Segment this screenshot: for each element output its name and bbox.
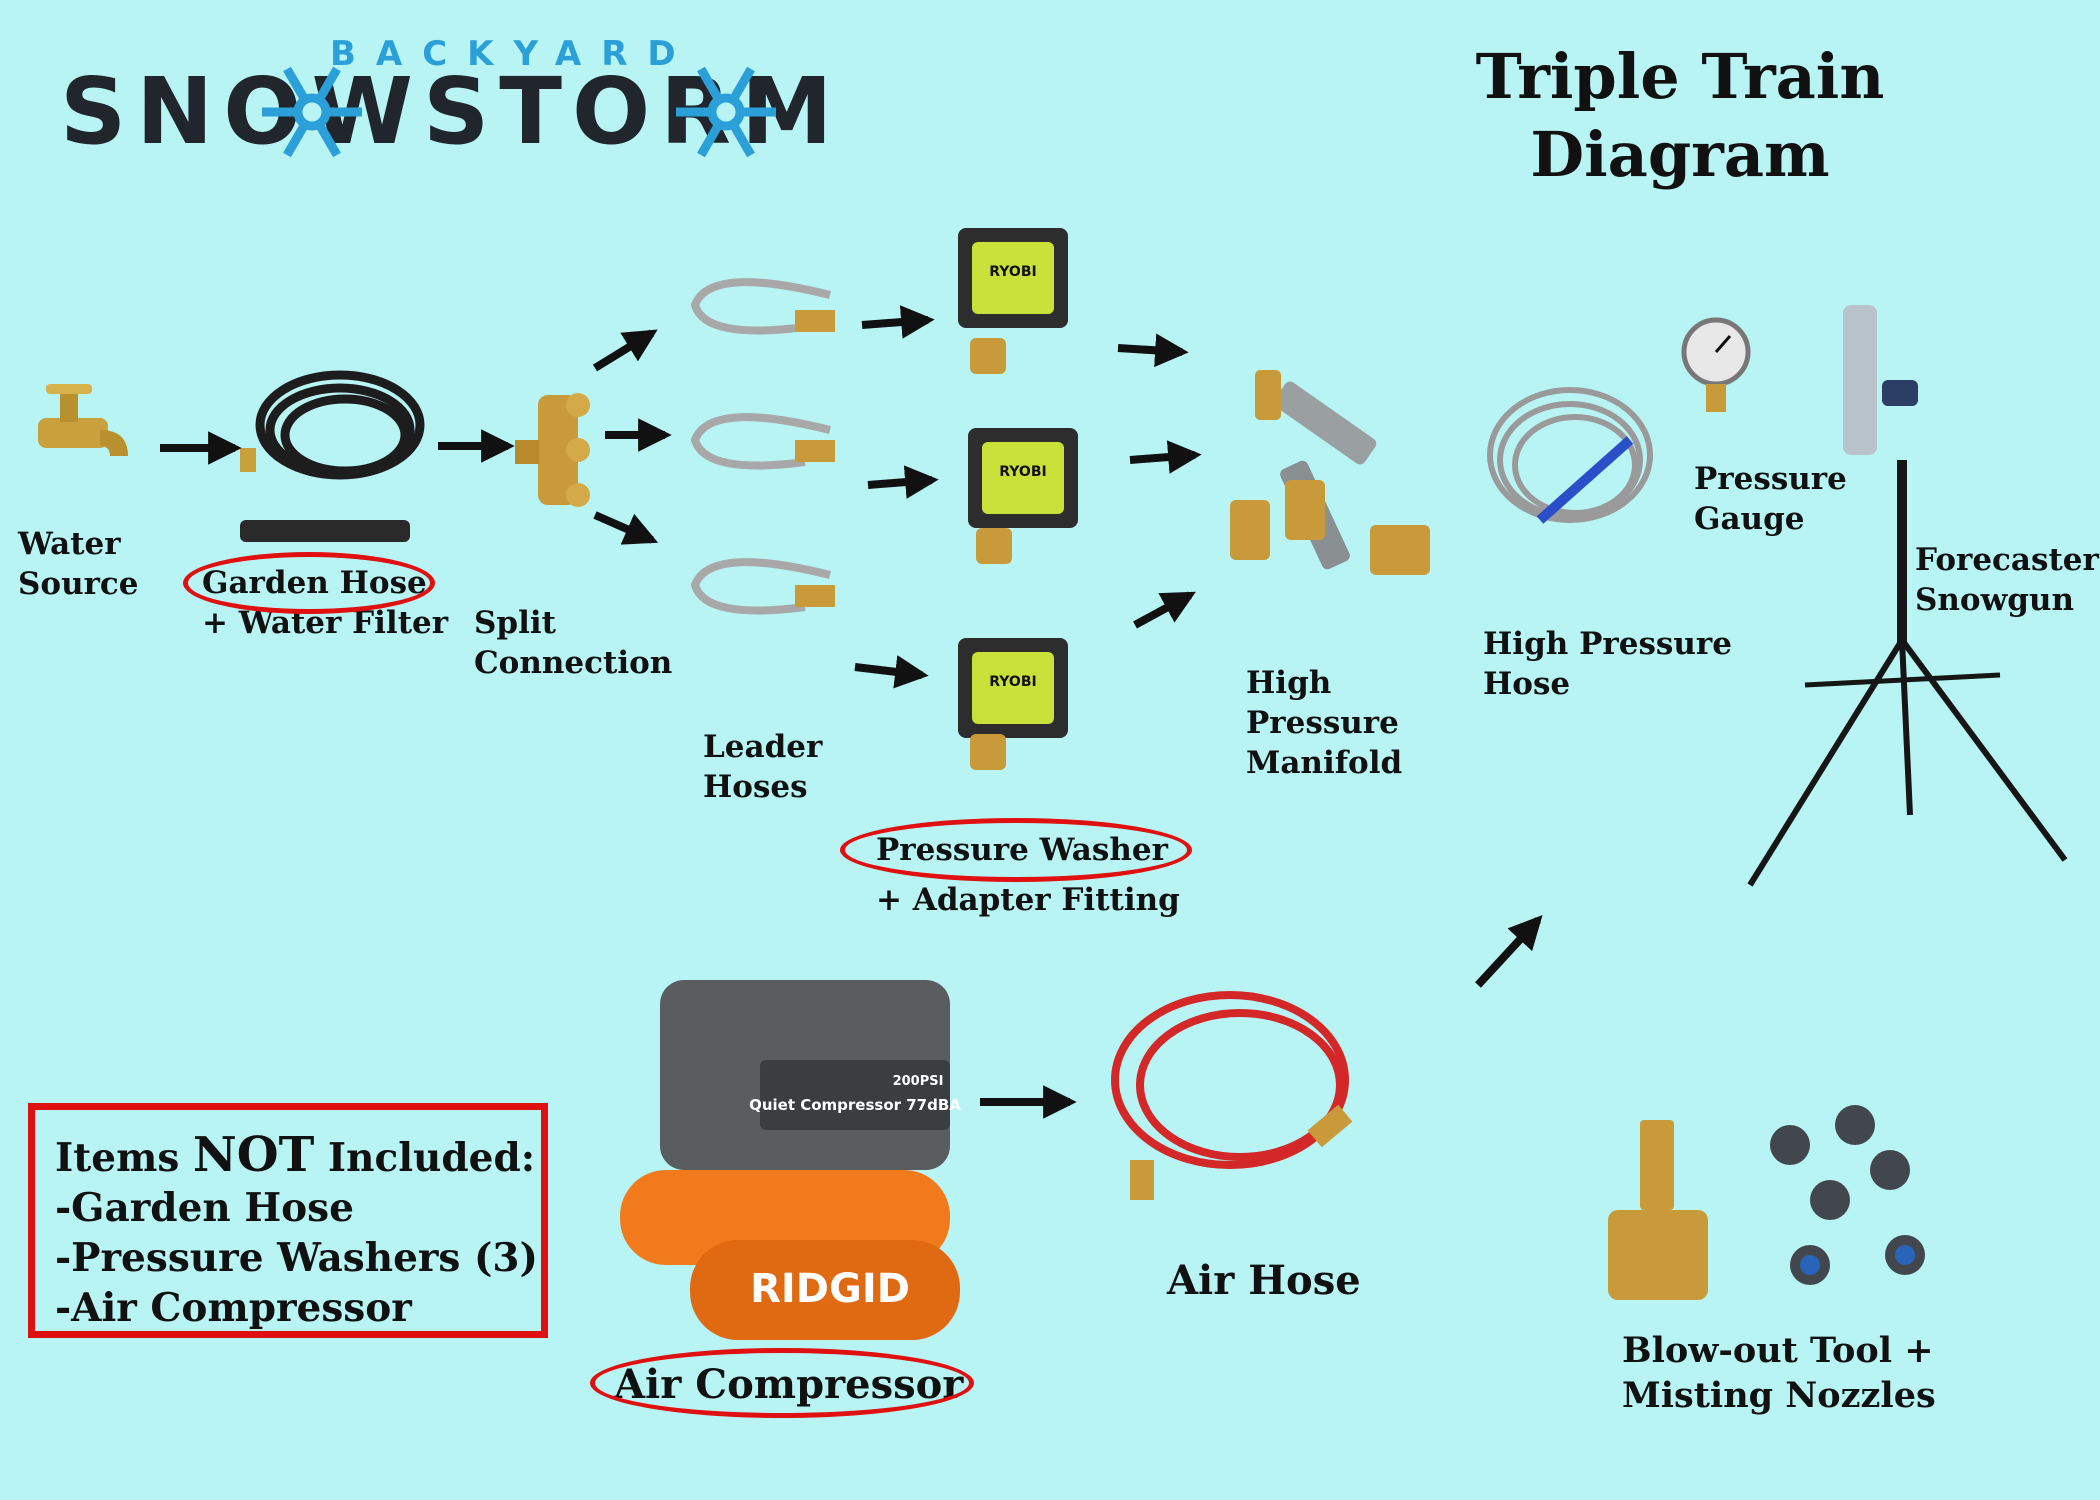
pressure-washer-image: RYOBI [958,638,1068,770]
splitter-image [515,393,590,507]
high-pressure-hose-image [1487,387,1653,524]
highlight-ring-air-compressor [590,1348,974,1418]
label-air-hose: Air Hose [1167,1257,1361,1304]
washer-brand-label: RYOBI [989,264,1036,280]
title-line-2: Diagram [1530,118,1830,191]
compressor-model-label: Quiet Compressor 77dBA [749,1096,961,1114]
label-split-connection: Split Connection [474,605,673,681]
label-water-source: Water Source [18,526,139,602]
label-high-pressure-hose: High Pressure Hose [1483,626,1732,702]
label-blowout-tool: Blow-out Tool + Misting Nozzles [1622,1330,1936,1416]
washer-brand-label: RYOBI [989,674,1036,690]
label-pressure-gauge: Pressure Gauge [1694,461,1847,537]
heading-prefix: Items [55,1135,193,1181]
pressure-gauge-image [1681,317,1751,412]
air-hose-image [1111,991,1353,1200]
highlight-ring-pressure-washer [840,818,1192,882]
not-included-item: -Pressure Washers (3) [55,1235,539,1281]
snowflake-icon [676,66,776,158]
water-faucet-image [38,384,128,456]
flow-arrows [160,305,1543,1119]
not-included-box: Items NOT Included: -Garden Hose -Pressu… [28,1103,548,1338]
blowout-tool-image [1608,1120,1708,1300]
label-leader-hoses: Leader Hoses [703,729,823,805]
label-forecaster-snowgun: Forecaster Snowgun [1915,542,2099,618]
title-line-1: Triple Train [1475,40,1885,113]
leader-hose-image [690,558,835,615]
not-included-item: -Garden Hose [55,1185,354,1231]
heading-emphasis: NOT [192,1127,315,1183]
manifold-image [1230,370,1430,575]
leader-hose-image [690,278,835,335]
misting-nozzles-image [1770,1105,1925,1285]
pressure-washer-image: RYOBI [958,228,1068,374]
label-high-pressure-manifold: High Pressure Manifold [1246,665,1403,781]
leader-hose-image [690,413,835,470]
garden-hose-image [240,370,425,480]
diagram-title: Triple Train Diagram [1470,38,1890,194]
compressor-psi-label: 200PSI [893,1074,944,1089]
pressure-washer-image: RYOBI [968,428,1078,564]
not-included-heading: Items NOT Included: [55,1130,538,1183]
logo-top-word: BACKYARD [330,34,696,74]
washer-brand-label: RYOBI [999,464,1046,480]
water-filter-image [240,520,410,542]
compressor-brand-label: RIDGID [750,1266,910,1312]
snowgun-image [1747,305,2068,887]
air-compressor-image: Quiet Compressor 77dBA 200PSI RIDGID [620,980,961,1340]
label-adapter-fitting: + Adapter Fitting [876,882,1180,918]
snowflake-icon [262,66,362,158]
highlight-ring-garden-hose [183,552,435,614]
not-included-item: -Air Compressor [55,1285,412,1331]
heading-suffix: Included: [314,1135,536,1181]
